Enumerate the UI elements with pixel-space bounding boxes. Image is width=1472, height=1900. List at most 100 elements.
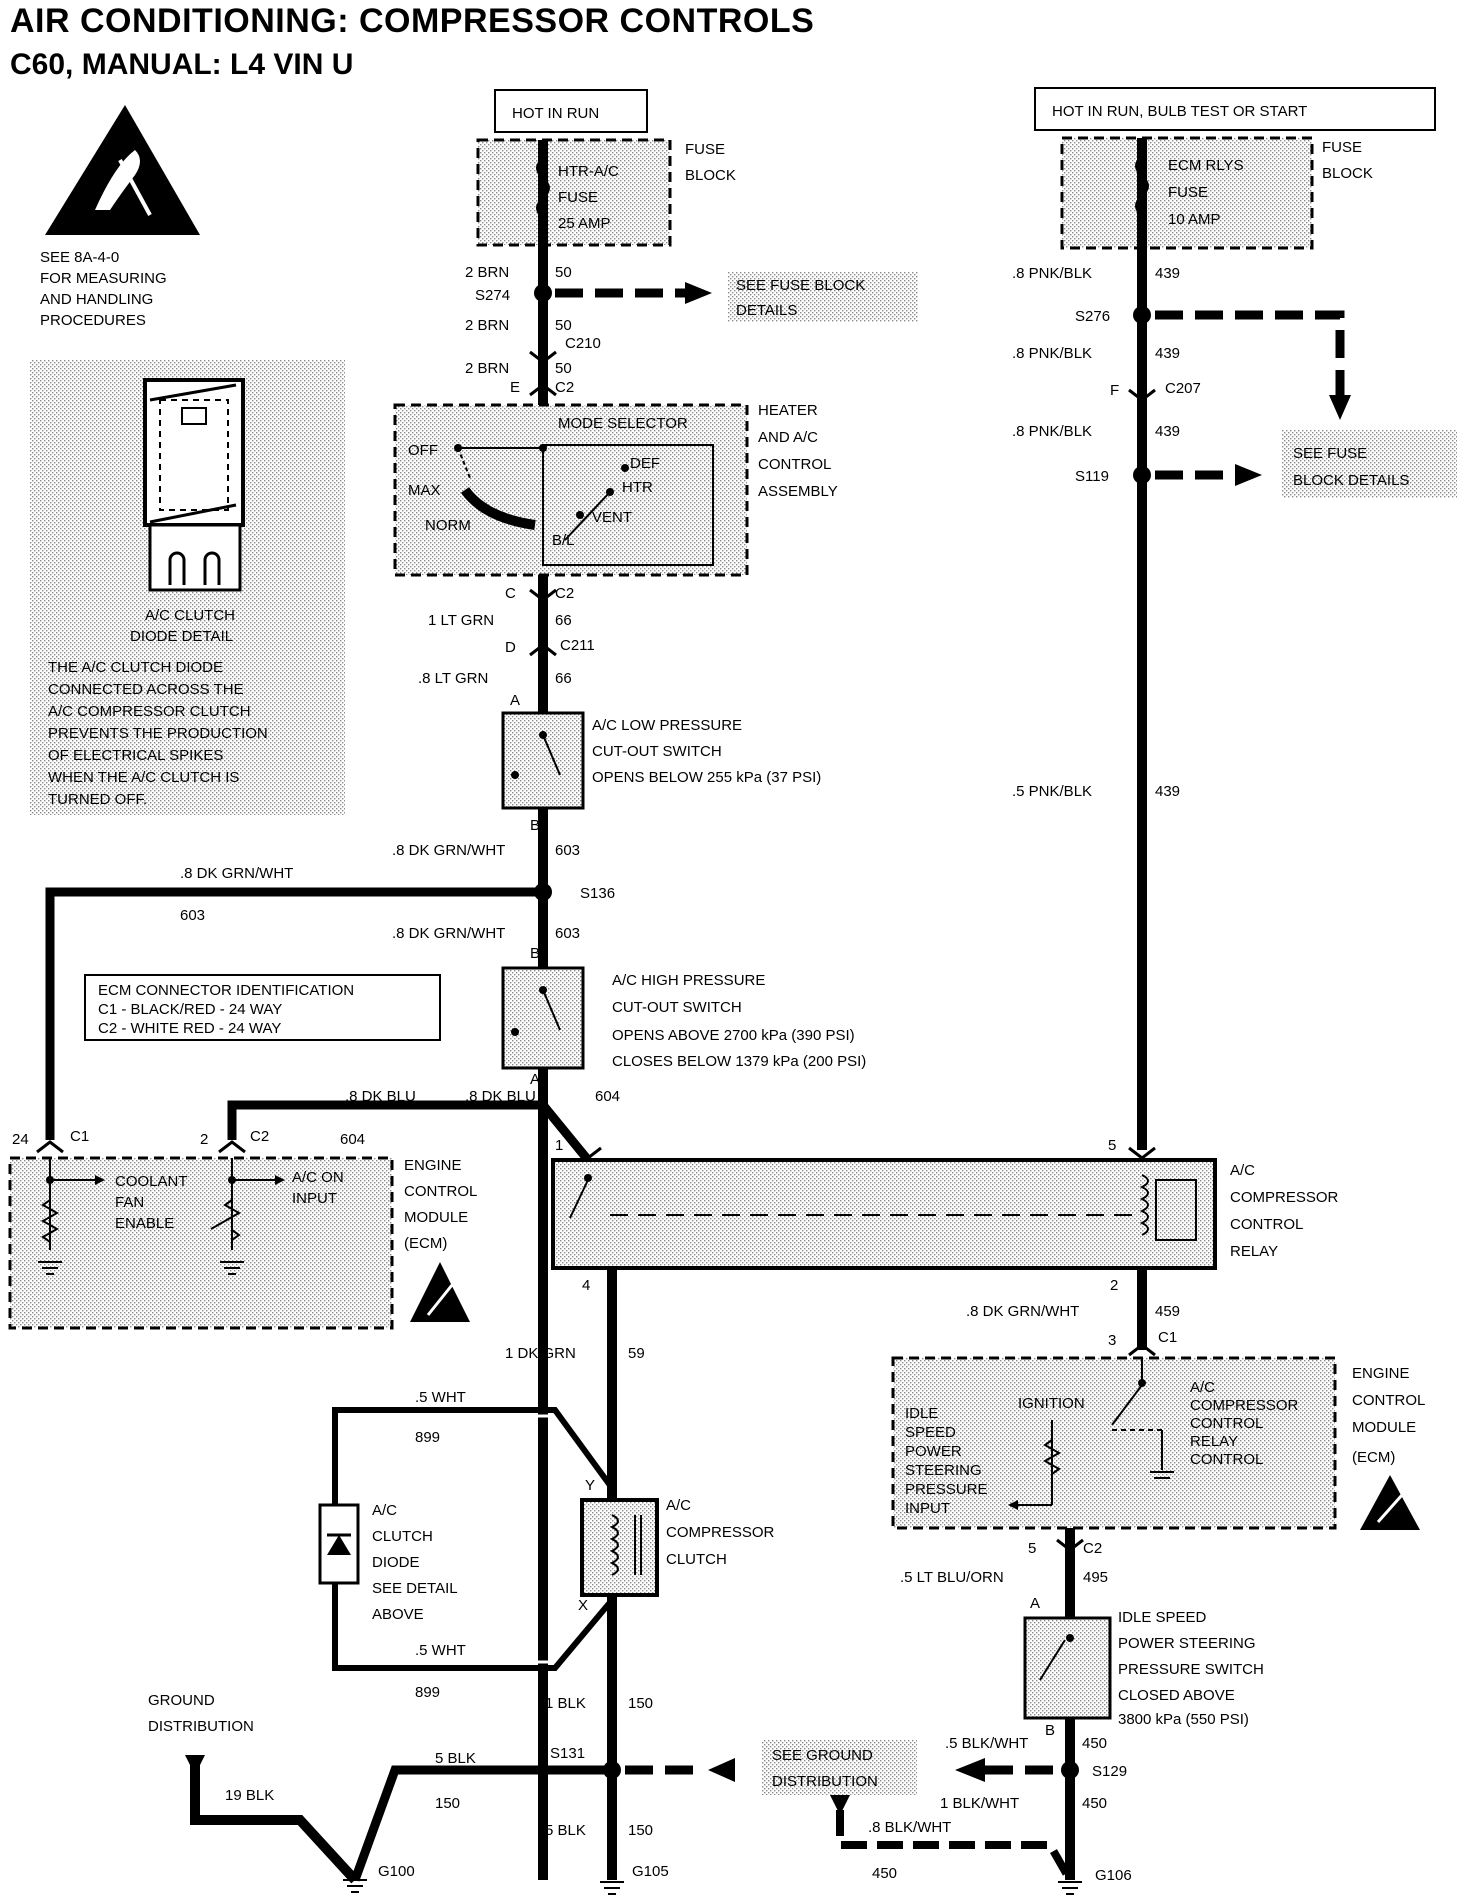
ground-label: G100 — [378, 1863, 415, 1880]
mode-vent: VENT — [592, 509, 632, 526]
left-fuse-name: 25 AMP — [558, 215, 611, 232]
wire-label: .5 PNK/BLK — [1012, 783, 1092, 800]
ground-icon — [38, 1261, 62, 1275]
ground-distribution-label: GROUND — [148, 1692, 215, 1709]
ps-switch-label: POWER STEERING — [1118, 1635, 1256, 1652]
page-title: AIR CONDITIONING: COMPRESSOR CONTROLS — [10, 2, 815, 40]
connector-icon — [36, 1140, 64, 1154]
ground-label: G105 — [632, 1863, 669, 1880]
circuit-number: 439 — [1155, 783, 1180, 800]
esd-note-line: AND HANDLING — [40, 291, 153, 308]
page-subtitle: C60, MANUAL: L4 VIN U — [10, 48, 354, 81]
diode-detail-note: TURNED OFF. — [48, 791, 147, 808]
right-fuse-block-label: BLOCK — [1322, 165, 1373, 182]
coolant-fan-label: COOLANT — [115, 1173, 188, 1190]
left-fuse-icon — [536, 157, 550, 219]
ps-switch-label: CLOSED ABOVE — [1118, 1687, 1235, 1704]
circuit-number: 603 — [555, 925, 580, 942]
wire-label: .5 WHT — [415, 1642, 466, 1659]
ecm-left-label: (ECM) — [404, 1235, 447, 1252]
diode-label: ABOVE — [372, 1606, 424, 1623]
diode-detail-caption: A/C CLUTCH — [145, 607, 235, 624]
ground-icon — [343, 1879, 367, 1893]
mode-max: MAX — [408, 482, 441, 499]
diode-detail-caption: DIODE DETAIL — [130, 628, 233, 645]
circuit-number: 899 — [415, 1429, 440, 1446]
arrow-icon — [95, 1175, 105, 1185]
pin-label: A — [530, 1071, 540, 1088]
low-pressure-label: OPENS BELOW 255 kPa (37 PSI) — [592, 769, 821, 786]
switch-contact — [511, 1028, 519, 1036]
heater-ac-label: HEATER — [758, 402, 818, 419]
arrow-icon — [955, 1758, 985, 1782]
resistor-icon — [40, 1199, 60, 1243]
wire-label: 5 BLK — [545, 1822, 586, 1839]
pin-label: 3 — [1108, 1332, 1116, 1349]
wire-label: 1 LT GRN — [428, 612, 494, 629]
ecm-connector-id-title: ECM CONNECTOR IDENTIFICATION — [98, 982, 354, 999]
ground-icon — [220, 1261, 244, 1275]
circuit-number: 50 — [555, 360, 572, 377]
circuit-number: 604 — [340, 1131, 365, 1148]
left-fuse-block — [476, 138, 672, 247]
see-ground-distribution: DISTRIBUTION — [772, 1773, 878, 1790]
connector-icon — [218, 1140, 246, 1154]
ecm-right-box — [891, 1356, 1337, 1530]
wire-19-blk — [190, 1755, 359, 1884]
circuit-number: 439 — [1155, 265, 1180, 282]
mode-contact — [621, 464, 629, 472]
splice-s276 — [1133, 306, 1151, 324]
connector-icon — [529, 643, 557, 657]
relay-label: RELAY — [1230, 1243, 1278, 1260]
resistor-icon — [1042, 1439, 1062, 1475]
circuit-number: 603 — [180, 907, 205, 924]
idle-input-label: INPUT — [905, 1500, 950, 1517]
high-pressure-label: CLOSES BELOW 1379 kPa (200 PSI) — [612, 1053, 866, 1070]
ecm-left-box — [8, 1156, 394, 1330]
connector-icon — [1128, 1343, 1156, 1357]
wire-label: 19 BLK — [225, 1787, 274, 1804]
ground-icon — [1150, 1471, 1174, 1479]
wire-label: 2 BRN — [465, 317, 509, 334]
clutch-box — [580, 1498, 659, 1597]
connector-icon — [529, 350, 557, 364]
mode-norm: NORM — [425, 517, 471, 534]
esd-warning-icon — [1360, 1475, 1420, 1530]
high-pressure-label: A/C HIGH PRESSURE — [612, 972, 765, 989]
ac-on-input-label: INPUT — [292, 1190, 337, 1207]
clutch-coil-icon — [609, 1514, 619, 1576]
hot-in-run-bulb-label: HOT IN RUN, BULB TEST OR START — [1052, 103, 1307, 120]
pin-label: 2 — [1110, 1277, 1118, 1294]
wire-5-blk — [350, 1765, 612, 1882]
connector-icon — [529, 588, 557, 602]
arrow-icon — [275, 1175, 285, 1185]
hot-in-run-label: HOT IN RUN — [512, 105, 599, 122]
esd-warning-icon — [45, 105, 200, 235]
circuit-number: 66 — [555, 670, 572, 687]
high-pressure-label: OPENS ABOVE 2700 kPa (390 PSI) — [612, 1027, 855, 1044]
ps-switch-label: IDLE SPEED — [1118, 1609, 1207, 1626]
hot-in-run-bulb-box — [1034, 87, 1436, 131]
circuit-number: 459 — [1155, 1303, 1180, 1320]
pin-label: A — [510, 692, 520, 709]
pin-label: 2 — [200, 1131, 208, 1148]
pin-label: B — [530, 945, 540, 962]
mode-def: DEF — [630, 455, 660, 472]
diode-detail-note: OF ELECTRICAL SPIKES — [48, 747, 223, 764]
clutch-label: CLUTCH — [666, 1551, 727, 1568]
connector-icon — [1056, 1538, 1084, 1552]
ac-on-input-label: A/C ON — [292, 1169, 344, 1186]
esd-warning-icon — [410, 1262, 470, 1322]
circuit-number: 59 — [628, 1345, 645, 1362]
diode-label: SEE DETAIL — [372, 1580, 458, 1597]
relay-box — [551, 1158, 1217, 1270]
see-fuse-block-details: SEE FUSE BLOCK — [736, 277, 865, 294]
coolant-fan-label: ENABLE — [115, 1215, 174, 1232]
wire-label: .8 DK BLU — [465, 1088, 536, 1105]
connector-label: C1 — [1158, 1329, 1177, 1346]
right-fuse-block — [1060, 136, 1314, 250]
ecm-contact — [1138, 1379, 1146, 1387]
circuit-number: 50 — [555, 264, 572, 281]
idle-input-label: SPEED — [905, 1424, 956, 1441]
ignition-label: IGNITION — [1018, 1395, 1085, 1412]
